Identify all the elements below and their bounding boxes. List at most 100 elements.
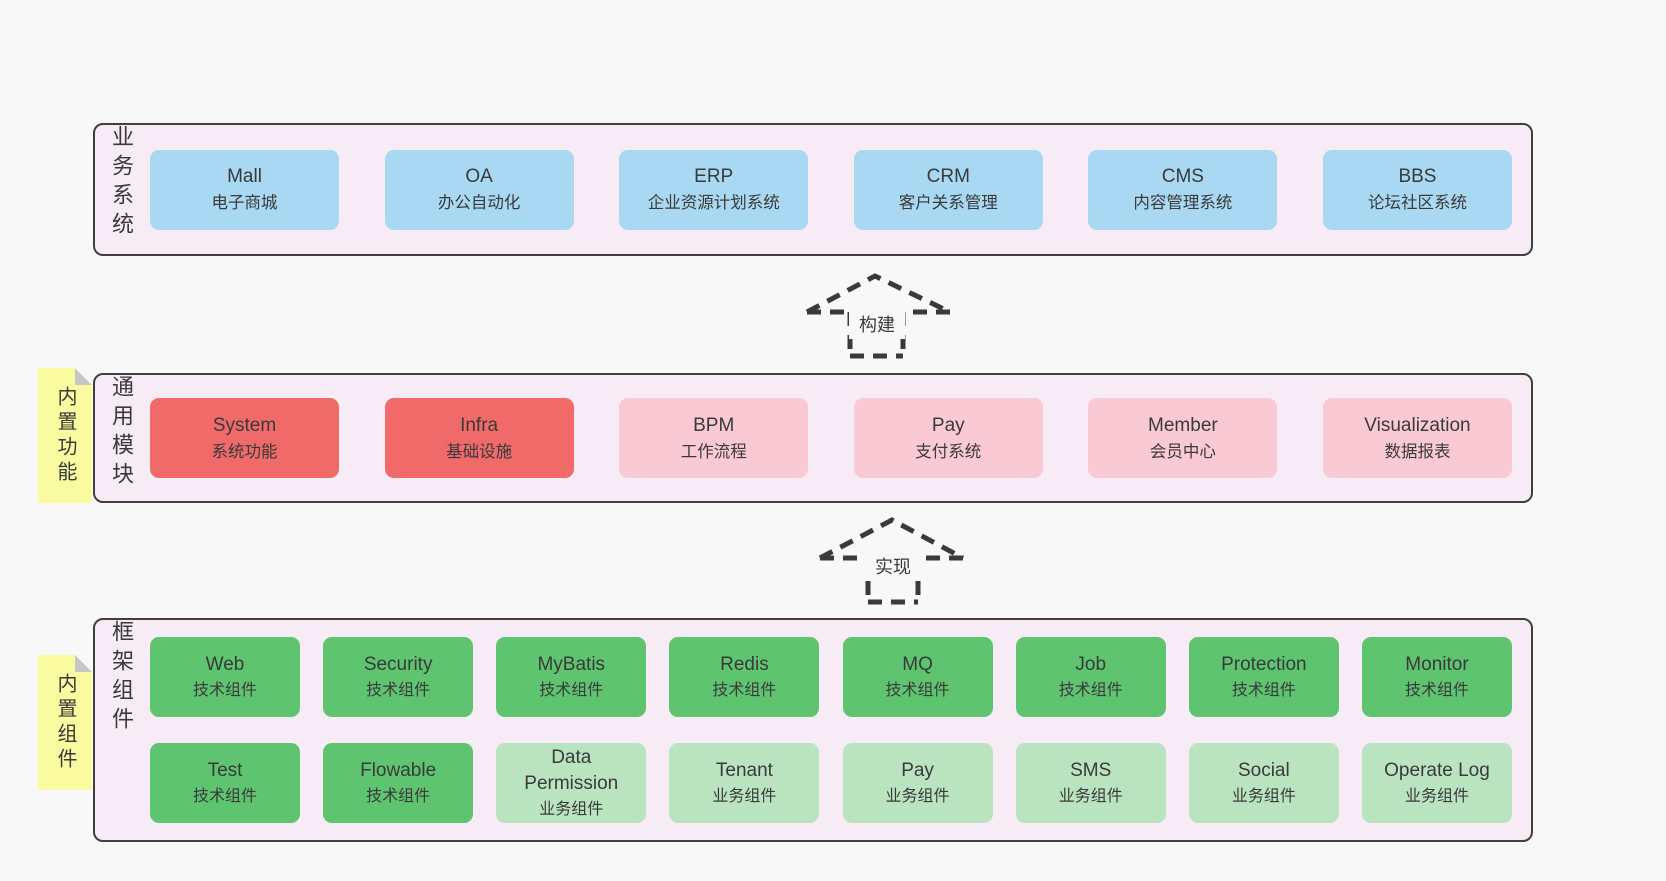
box-name: Security: [363, 653, 433, 675]
box-desc: 业务组件: [1231, 787, 1296, 805]
box-name: CRM: [926, 166, 970, 187]
box-bpm: BPM 工作流程: [619, 398, 809, 478]
framework-row-1: Web 技术组件 Security 技术组件 MyBatis 技术组件 Redi…: [150, 637, 1512, 717]
box-desc: 企业资源计划系统: [647, 194, 780, 212]
box-social: Social 业务组件: [1188, 743, 1339, 823]
box-desc: 论坛社区系统: [1367, 194, 1467, 212]
box-name: ERP: [694, 166, 734, 187]
box-flowable: Flowable 技术组件: [323, 743, 474, 823]
box-desc: 技术组件: [1058, 681, 1123, 699]
box-test: Test 技术组件: [150, 743, 300, 823]
business-systems-panel: 业务系统 Mall 电子商城 OA 办公自动化 ERP 企业资源计划系统 CRM…: [93, 123, 1533, 256]
box-name: Pay: [901, 759, 934, 781]
built-in-components-tag: 内置组件: [38, 655, 92, 790]
box-desc: 支付系统: [915, 442, 982, 461]
box-name: Member: [1148, 414, 1218, 436]
business-box-row: Mall 电子商城 OA 办公自动化 ERP 企业资源计划系统 CRM 客户关系…: [150, 149, 1512, 230]
built-in-features-tag: 内置功能: [38, 368, 92, 503]
box-name: Social: [1237, 759, 1290, 781]
box-mq: MQ 技术组件: [842, 637, 993, 717]
box-system: System 系统功能: [150, 398, 339, 478]
box-infra: Infra 基础设施: [384, 398, 574, 478]
box-name: OA: [465, 166, 493, 187]
box-desc: 内容管理系统: [1133, 194, 1233, 212]
box-pay-component: Pay 业务组件: [842, 743, 993, 823]
box-visualization: Visualization 数据报表: [1322, 398, 1512, 478]
box-mybatis: MyBatis 技术组件: [496, 637, 647, 717]
box-name: System: [212, 414, 277, 436]
box-desc: 办公自动化: [437, 194, 521, 212]
box-desc: 业务组件: [885, 787, 950, 805]
box-job: Job 技术组件: [1015, 637, 1166, 717]
box-name: BBS: [1398, 166, 1437, 187]
build-arrow-label: 构建: [849, 309, 905, 339]
box-desc: 业务组件: [539, 800, 604, 818]
framework-components-panel: 框架组件 Web 技术组件 Security 技术组件 MyBatis 技术组件…: [93, 618, 1533, 842]
box-desc: 技术组件: [539, 681, 604, 699]
tag-label: 内置功能: [54, 385, 76, 486]
tag-label: 内置组件: [54, 672, 76, 773]
box-sms: SMS 业务组件: [1015, 743, 1166, 823]
box-tenant: Tenant 业务组件: [669, 743, 820, 823]
box-operate-log: Operate Log 业务组件: [1361, 743, 1512, 823]
box-desc: 技术组件: [192, 681, 257, 699]
box-pay-system: Pay 支付系统: [853, 398, 1043, 478]
common-box-row: System 系统功能 Infra 基础设施 BPM 工作流程 Pay 支付系统…: [150, 398, 1512, 478]
box-name: MyBatis: [537, 653, 606, 675]
box-name: Operate Log: [1384, 759, 1490, 781]
box-desc: 系统功能: [211, 442, 278, 461]
box-security: Security 技术组件: [323, 637, 474, 717]
common-panel-label: 通用模块: [109, 375, 134, 491]
box-desc: 技术组件: [366, 787, 431, 805]
box-name: Redis: [720, 653, 769, 675]
box-monitor: Monitor 技术组件: [1361, 637, 1512, 717]
box-name: Mall: [227, 166, 262, 187]
box-name: BPM: [693, 414, 735, 436]
box-desc: 会员中心: [1149, 442, 1216, 461]
box-desc: 技术组件: [1231, 681, 1296, 699]
box-desc: 业务组件: [1058, 787, 1123, 805]
framework-row-2: Test 技术组件 Flowable 技术组件 Data Permission …: [150, 743, 1512, 823]
box-mall: Mall 电子商城: [150, 149, 339, 230]
box-name: Job: [1075, 653, 1107, 675]
box-desc: 电子商城: [211, 194, 278, 212]
box-name: Pay: [931, 414, 965, 436]
box-member: Member 会员中心: [1088, 398, 1278, 478]
box-desc: 技术组件: [712, 681, 777, 699]
box-desc: 客户关系管理: [898, 194, 998, 212]
box-desc: 业务组件: [1404, 787, 1469, 805]
common-modules-panel: 通用模块 System 系统功能 Infra 基础设施 BPM 工作流程 Pay…: [93, 373, 1533, 503]
box-name: Visualization: [1364, 414, 1471, 436]
box-name: Tenant: [715, 759, 773, 781]
box-desc: 基础设施: [446, 442, 513, 461]
box-oa: OA 办公自动化: [384, 149, 574, 230]
folded-corner-icon: [75, 655, 92, 672]
box-name: SMS: [1070, 759, 1112, 781]
box-desc: 数据报表: [1384, 442, 1451, 461]
framework-box-rows: Web 技术组件 Security 技术组件 MyBatis 技术组件 Redi…: [150, 637, 1512, 823]
box-name: Flowable: [360, 759, 437, 781]
box-desc: 业务组件: [712, 787, 777, 805]
box-web: Web 技术组件: [150, 637, 300, 717]
box-name: CMS: [1161, 166, 1204, 187]
implement-arrow-label: 实现: [864, 551, 922, 581]
box-name: Web: [205, 653, 245, 675]
box-desc: 技术组件: [885, 681, 950, 699]
box-cms: CMS 内容管理系统: [1088, 149, 1278, 230]
box-name: Data Permission: [524, 746, 619, 794]
box-data-permission: Data Permission 业务组件: [496, 743, 647, 823]
box-desc: 技术组件: [192, 787, 257, 805]
box-bbs: BBS 论坛社区系统: [1322, 149, 1512, 230]
box-crm: CRM 客户关系管理: [853, 149, 1043, 230]
implement-arrow-icon: [818, 517, 965, 605]
box-redis: Redis 技术组件: [669, 637, 820, 717]
box-name: Monitor: [1405, 653, 1469, 675]
box-name: MQ: [902, 653, 933, 675]
box-name: Infra: [460, 414, 499, 436]
box-name: Test: [207, 759, 243, 781]
box-name: Protection: [1221, 653, 1307, 675]
build-arrow-icon: [805, 273, 952, 359]
folded-corner-icon: [75, 368, 92, 385]
business-panel-label: 业务系统: [109, 125, 134, 241]
